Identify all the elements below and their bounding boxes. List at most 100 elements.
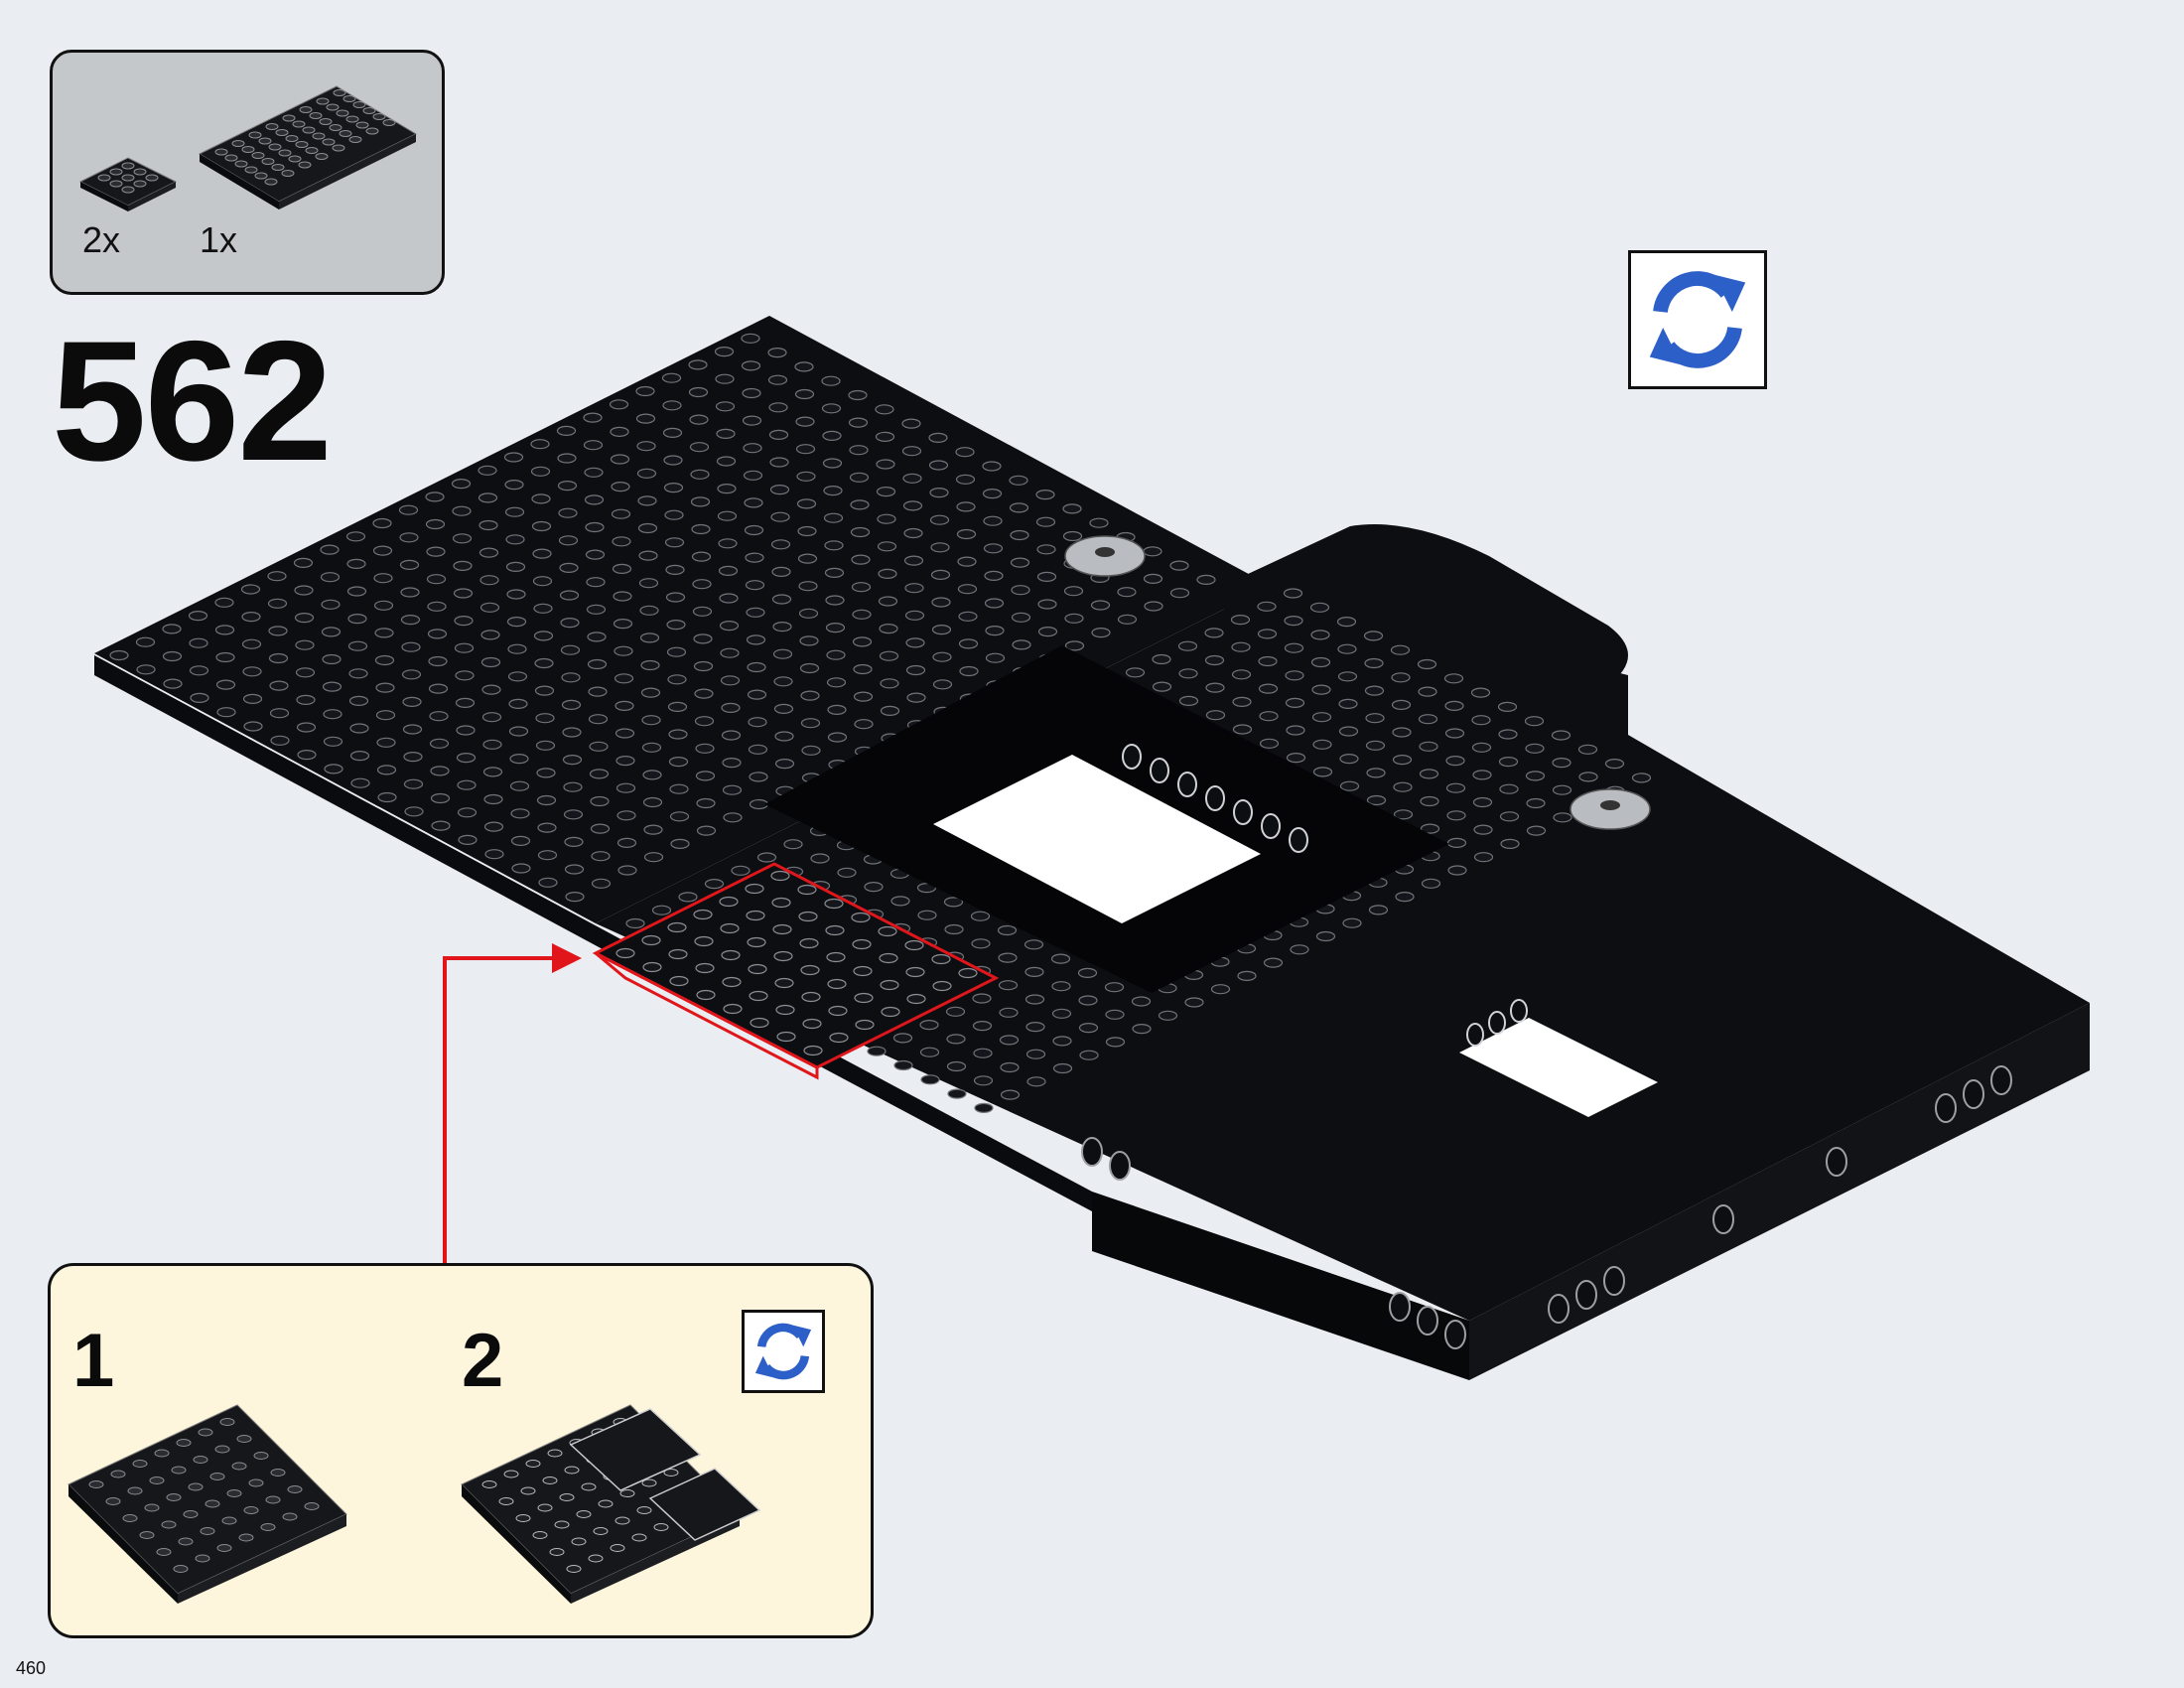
stud xyxy=(1230,614,1251,626)
stud xyxy=(692,579,712,590)
stud xyxy=(799,635,819,646)
stud xyxy=(879,650,899,661)
stud xyxy=(637,495,657,506)
stud xyxy=(215,651,235,663)
stud xyxy=(1035,490,1055,500)
stud xyxy=(826,951,846,963)
stud xyxy=(154,1449,170,1458)
stud xyxy=(322,681,342,692)
stud xyxy=(1062,530,1083,542)
stud xyxy=(156,1548,172,1556)
stud xyxy=(348,695,369,707)
stud xyxy=(1395,891,1415,903)
stud xyxy=(723,812,743,823)
stud xyxy=(612,536,631,547)
stud xyxy=(663,455,683,466)
stud xyxy=(721,949,741,961)
stud xyxy=(638,578,659,589)
stud xyxy=(315,153,329,160)
stud xyxy=(285,135,299,142)
stud xyxy=(339,130,352,137)
stud xyxy=(1025,1021,1045,1033)
stud xyxy=(642,770,662,780)
stud xyxy=(849,472,870,483)
stud xyxy=(479,575,499,586)
stud xyxy=(429,738,450,749)
stud xyxy=(1497,701,1518,713)
stud xyxy=(591,851,611,862)
stud xyxy=(851,582,872,593)
stud xyxy=(520,1486,536,1495)
stud xyxy=(1391,672,1411,683)
stud xyxy=(322,138,336,146)
stud xyxy=(614,728,635,739)
stud xyxy=(651,905,672,915)
stud xyxy=(932,980,952,992)
stud xyxy=(609,399,629,410)
stud xyxy=(456,752,477,764)
stud xyxy=(1290,944,1309,955)
stud xyxy=(1204,628,1224,638)
stud xyxy=(696,825,717,836)
large-plate-icon xyxy=(198,85,418,210)
stud xyxy=(507,671,528,682)
stud xyxy=(825,622,846,633)
stud xyxy=(560,617,580,629)
stud xyxy=(226,1489,242,1497)
stud xyxy=(589,741,609,752)
stud xyxy=(478,492,498,503)
stud xyxy=(1499,783,1519,794)
stud xyxy=(161,1520,177,1529)
stud xyxy=(635,413,656,424)
stud xyxy=(267,598,288,609)
stud xyxy=(795,444,816,455)
stud xyxy=(695,771,716,781)
stud xyxy=(795,416,815,427)
stud xyxy=(637,522,658,534)
stud xyxy=(1421,878,1441,889)
stud xyxy=(1311,684,1331,695)
stud xyxy=(557,481,578,492)
stud xyxy=(1286,725,1305,736)
stud xyxy=(216,1544,232,1552)
stud xyxy=(1125,667,1146,678)
stud xyxy=(511,863,531,874)
stud xyxy=(127,1486,143,1495)
stud xyxy=(1079,1050,1099,1060)
stud xyxy=(945,1006,966,1017)
stud xyxy=(1443,673,1464,684)
stud xyxy=(744,524,764,536)
stud xyxy=(773,950,793,962)
stud xyxy=(849,445,869,456)
stud xyxy=(428,655,448,667)
stud xyxy=(332,144,345,152)
stud xyxy=(304,1502,320,1510)
stud xyxy=(333,89,346,96)
stud xyxy=(561,699,582,711)
stud xyxy=(251,152,265,159)
stud xyxy=(287,1485,303,1493)
stud xyxy=(1152,653,1171,665)
stud xyxy=(193,1456,208,1464)
stud xyxy=(1339,780,1360,791)
stud xyxy=(1258,655,1278,667)
stud xyxy=(538,877,558,888)
stud xyxy=(641,715,661,726)
stud xyxy=(848,417,869,428)
stud xyxy=(453,560,473,572)
stud xyxy=(876,487,896,497)
stud xyxy=(1365,740,1386,751)
stud xyxy=(241,611,261,623)
stud xyxy=(695,743,715,754)
stud xyxy=(498,1497,514,1505)
stud xyxy=(694,688,714,699)
stud xyxy=(878,596,898,607)
stud xyxy=(1577,744,1598,755)
stud xyxy=(264,178,278,186)
stud xyxy=(556,425,577,436)
stud xyxy=(775,1004,795,1016)
stud xyxy=(957,556,977,567)
stud xyxy=(478,547,499,558)
stud xyxy=(507,643,527,654)
stud xyxy=(827,704,847,716)
